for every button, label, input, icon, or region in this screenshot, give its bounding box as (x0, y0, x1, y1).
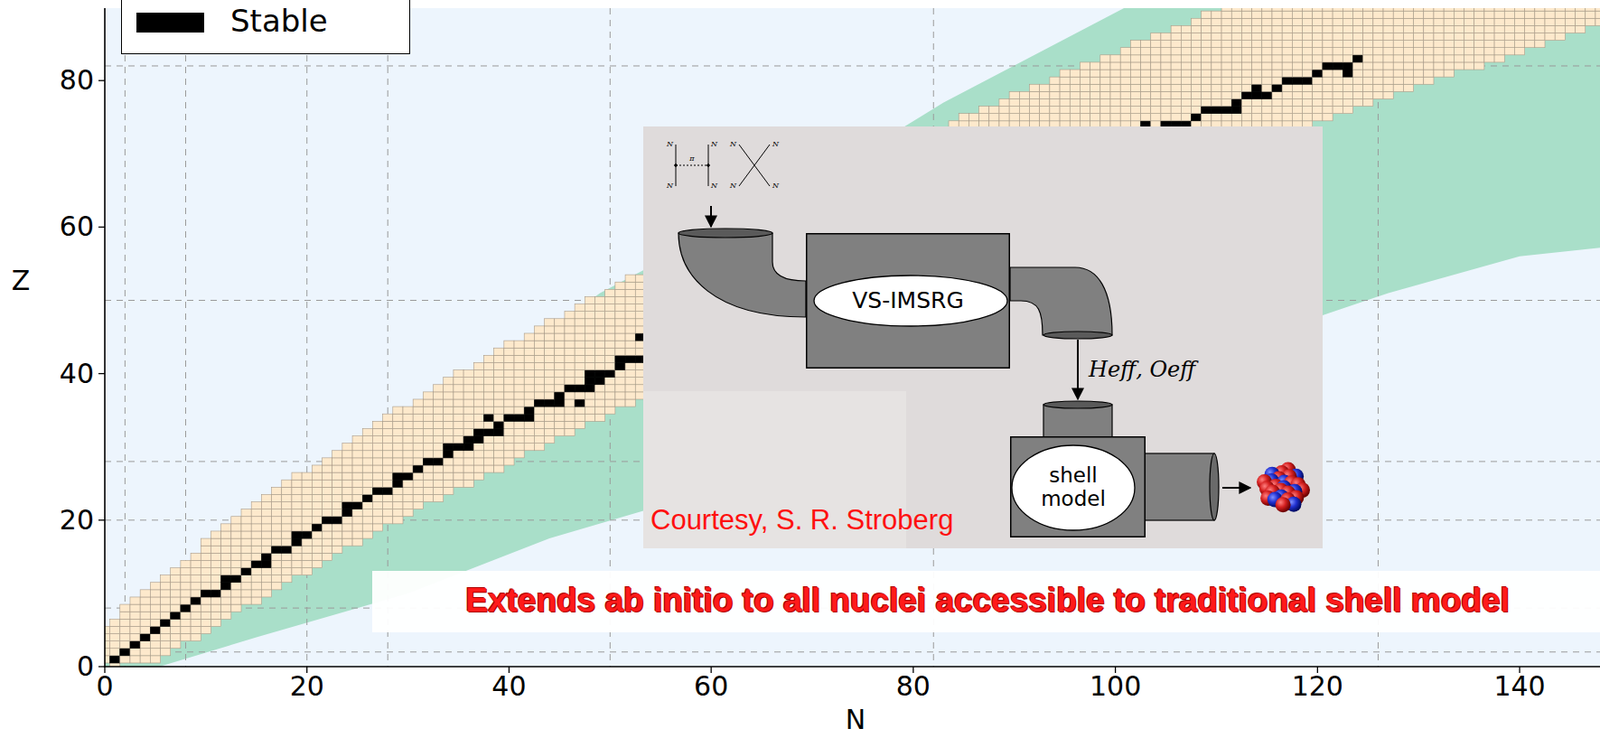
particle-label: N (729, 182, 737, 190)
tick-mark (98, 373, 105, 375)
axis-title: Z (11, 267, 31, 295)
overlay-panel (643, 126, 1323, 549)
tick-mark (1317, 666, 1319, 674)
tick-mark (98, 519, 105, 521)
flow-arrow (1076, 339, 1079, 400)
legend-label: Stable (230, 5, 328, 37)
output-cylinder (1144, 453, 1215, 521)
machine-box: shell model (1010, 436, 1146, 538)
tick-mark (98, 80, 105, 82)
tick-mark (1518, 666, 1520, 674)
particle-label: N (729, 140, 737, 149)
tick-mark (98, 226, 105, 228)
tick-label: 80 (896, 673, 931, 701)
tick-label: 0 (95, 673, 113, 701)
tick-label: 20 (290, 673, 325, 701)
tick-mark (1114, 666, 1116, 674)
intake-mouth (1043, 401, 1113, 409)
output-pipe (1010, 267, 1113, 336)
magic-gridline (387, 8, 389, 667)
node-label: VS-IMSRG (851, 288, 964, 315)
tick-label: 100 (1089, 673, 1142, 701)
particle-label: N (772, 182, 779, 190)
tick-mark (711, 666, 712, 674)
particle-label: N (666, 140, 674, 149)
nucleus-icon (1256, 461, 1310, 513)
axis-title: N (845, 706, 866, 734)
banner-ground (372, 570, 1600, 633)
intake-pipe (1043, 404, 1113, 438)
tick-label: 20 (59, 506, 94, 534)
feynman-diagrams (674, 144, 770, 187)
tick-mark (508, 666, 510, 674)
predicted-region (104, 8, 1600, 667)
output-arrow (1222, 486, 1251, 489)
tick-label: 0 (76, 653, 94, 681)
machine-box: VS-IMSRG (805, 233, 1011, 369)
y-axis (103, 8, 106, 668)
particle-label: N (711, 182, 718, 190)
edge-label: Heff, Oeff (1088, 358, 1196, 381)
tick-mark (306, 666, 308, 674)
tick-label: 80 (59, 66, 94, 94)
tick-mark (912, 666, 914, 674)
legend-swatch (136, 12, 205, 33)
tick-label: 60 (693, 673, 729, 701)
credit-note: Courtesy, S. R. Stroberg (650, 505, 954, 534)
x-axis (103, 665, 1600, 668)
tick-mark (103, 666, 105, 674)
nuclide-cells (104, 8, 1600, 667)
funnel-mouth (678, 228, 773, 238)
pipe-outlet (1043, 331, 1113, 339)
tick-mark (98, 665, 105, 667)
label-ellipse (814, 275, 1008, 327)
exchange-label: π (689, 155, 694, 163)
node-label: shell model (1029, 463, 1117, 512)
tick-label: 120 (1291, 673, 1344, 701)
input-arrow (710, 205, 712, 227)
banner-text: Extends ab initio to all nuclei accessib… (465, 583, 1510, 618)
particle-label: N (666, 182, 674, 190)
tick-label: 60 (59, 213, 94, 241)
legend-box: Stable (121, 0, 411, 55)
tick-label: 140 (1493, 673, 1545, 701)
magic-gridline (104, 651, 1600, 653)
label-ellipse (1011, 445, 1135, 531)
magic-gridline (124, 8, 126, 667)
particle-label: N (772, 140, 779, 149)
particle-label: N (711, 140, 718, 149)
cylinder-end (1209, 453, 1219, 521)
tick-label: 40 (59, 360, 94, 388)
input-funnel (678, 233, 806, 318)
magic-gridline (1377, 8, 1379, 667)
tick-label: 40 (491, 673, 526, 701)
